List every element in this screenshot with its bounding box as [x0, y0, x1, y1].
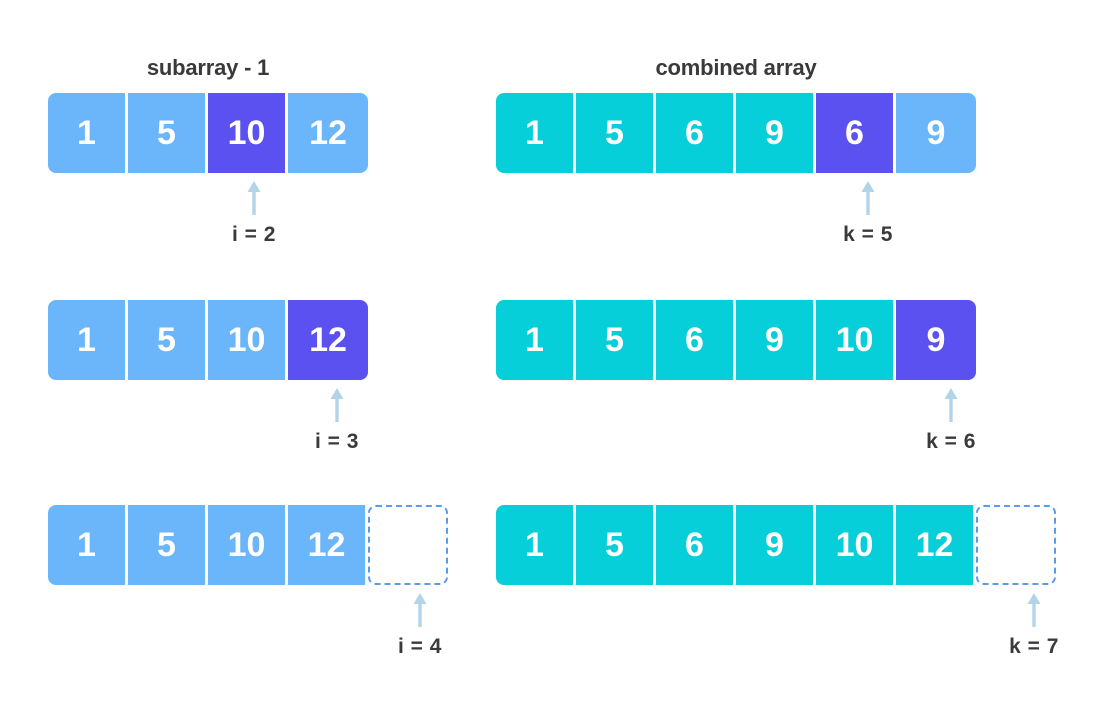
array-cell: 12 [288, 505, 368, 585]
index-pointer: k = 7 [994, 593, 1074, 659]
array-cell: 10 [816, 505, 896, 585]
array-cell: 5 [128, 300, 208, 380]
array-cell: 1 [496, 505, 576, 585]
array-cell: 12 [288, 300, 368, 380]
pointer-label: k = 7 [1009, 635, 1059, 658]
array-cell: 12 [896, 505, 976, 585]
array-cell: 9 [736, 505, 816, 585]
up-arrow-icon [247, 181, 261, 215]
array-cell: 6 [656, 505, 736, 585]
up-arrow-icon [1027, 593, 1041, 627]
array-cell-empty [976, 505, 1056, 585]
array-cell: 6 [816, 93, 896, 173]
array-cell: 10 [208, 505, 288, 585]
pointer-label: k = 6 [926, 430, 976, 453]
index-pointer: i = 2 [214, 181, 294, 247]
array-cell: 10 [816, 300, 896, 380]
pointer-label: i = 3 [315, 430, 359, 453]
up-arrow-icon [330, 388, 344, 422]
array-cell: 5 [576, 505, 656, 585]
array-cell: 1 [496, 300, 576, 380]
array-cell: 9 [896, 93, 976, 173]
index-pointer: k = 6 [911, 388, 991, 454]
array-cell: 5 [576, 93, 656, 173]
pointer-label: i = 2 [232, 223, 276, 246]
index-pointer: i = 3 [297, 388, 377, 454]
combined-array-column-header: combined array [655, 55, 817, 80]
array-cell-empty [368, 505, 448, 585]
array-cell: 12 [288, 93, 368, 173]
array-cell: 5 [128, 505, 208, 585]
array-cell: 6 [656, 93, 736, 173]
array-cell: 1 [48, 505, 128, 585]
array-cell: 9 [736, 300, 816, 380]
index-pointer: k = 5 [828, 181, 908, 247]
array-cell: 9 [896, 300, 976, 380]
array-cell: 5 [576, 300, 656, 380]
array-cell: 10 [208, 93, 288, 173]
index-pointer: i = 4 [380, 593, 460, 659]
up-arrow-icon [944, 388, 958, 422]
array-cell: 1 [48, 93, 128, 173]
pointer-label: k = 5 [843, 223, 893, 246]
array-cell: 1 [48, 300, 128, 380]
subarray-column-header: subarray - 1 [146, 55, 270, 80]
array-cell: 9 [736, 93, 816, 173]
array-cell: 5 [128, 93, 208, 173]
array-cell: 10 [208, 300, 288, 380]
pointer-label: i = 4 [398, 635, 442, 658]
up-arrow-icon [861, 181, 875, 215]
array-cell: 1 [496, 93, 576, 173]
array-cell: 6 [656, 300, 736, 380]
up-arrow-icon [413, 593, 427, 627]
